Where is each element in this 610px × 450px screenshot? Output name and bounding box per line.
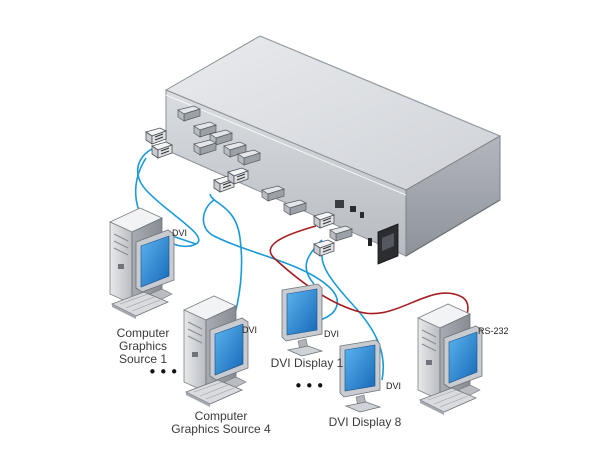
- control-pc: [417, 303, 483, 416]
- source1-label-line2: Graphics: [118, 339, 168, 353]
- dvi-tag-display1: DVI: [324, 329, 340, 339]
- dvi-tag-source1: DVI: [172, 228, 188, 238]
- cable-source1-in2: [136, 145, 200, 245]
- display8-label: DVI Display 8: [328, 415, 402, 429]
- source4-label-line2: Graphics Source 4: [171, 422, 271, 436]
- ellipsis-sources: •••: [148, 363, 181, 381]
- dvi-tag-source4: DVI: [242, 325, 258, 335]
- display1-label: DVI Display 1: [270, 356, 344, 370]
- dvi-display-8: [339, 339, 381, 413]
- rs232-tag: RS-232: [478, 326, 509, 336]
- dvi-display-1: [281, 283, 323, 357]
- computer-graphics-source-4: [183, 295, 249, 408]
- ellipsis-displays: •••: [294, 377, 327, 395]
- source4-label: Computer Graphics Source 4: [166, 410, 276, 436]
- source1-label-line1: Computer: [116, 326, 170, 340]
- source1-label-line3: Source 1: [118, 352, 168, 366]
- computer-graphics-source-1: [109, 207, 175, 320]
- cable-source4-in: [209, 193, 243, 324]
- cable-display8-out: [321, 247, 384, 381]
- rs232-cable: [269, 225, 469, 332]
- source1-label: Computer Graphics Source 1: [110, 327, 176, 366]
- matrix-switcher-chassis: [164, 35, 502, 265]
- dvi-tag-display8: DVI: [386, 381, 402, 391]
- source4-label-line1: Computer: [194, 409, 248, 423]
